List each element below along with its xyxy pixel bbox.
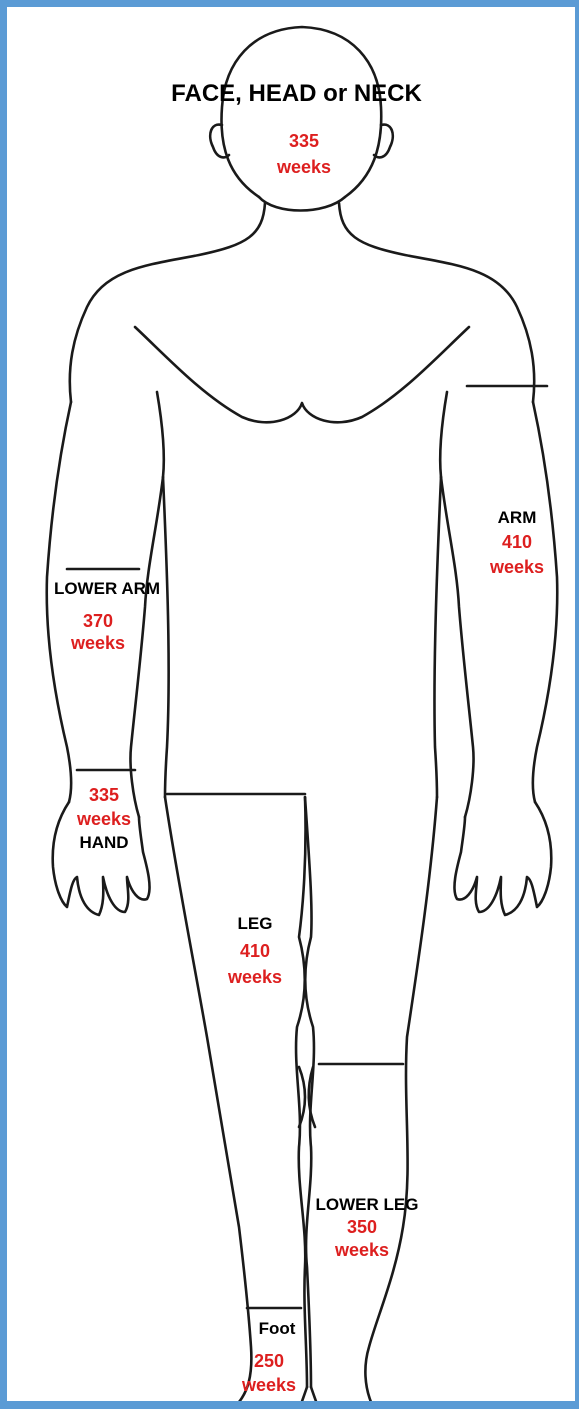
face-head-neck-value: 335: [257, 132, 351, 151]
lower-leg-label: LOWER LEG: [287, 1196, 447, 1214]
left-arm-outer: [47, 402, 71, 802]
left-neck-shoulder: [70, 203, 265, 402]
jaw-line: [259, 197, 345, 211]
lower-arm-value: 370: [52, 612, 144, 631]
right-neck-shoulder: [339, 203, 534, 402]
foot-label: Foot: [243, 1320, 311, 1338]
leg-label: LEG: [213, 915, 297, 933]
face-head-neck-label: FACE, HEAD or NECK: [7, 81, 579, 106]
foot-value: 250: [233, 1352, 305, 1371]
arm-value: 410: [477, 533, 557, 552]
torso-right-side: [434, 477, 441, 797]
right-arm-inner: [441, 477, 474, 817]
lower-leg-value: 350: [307, 1218, 417, 1237]
hand-value: 335: [62, 786, 146, 805]
arm-unit: weeks: [477, 558, 557, 577]
chest-line: [135, 327, 469, 422]
foot-unit: weeks: [229, 1376, 309, 1395]
hand-unit: weeks: [62, 810, 146, 829]
torso-left-side: [163, 477, 169, 797]
right-leg-outer: [365, 797, 437, 1402]
arm-label: ARM: [477, 509, 557, 527]
right-hand: [454, 802, 551, 915]
right-foot: [311, 1387, 393, 1409]
hand-label: HAND: [62, 834, 146, 852]
lower-arm-unit: weeks: [52, 634, 144, 653]
lower-arm-label: LOWER ARM: [27, 580, 187, 598]
lower-leg-unit: weeks: [307, 1241, 417, 1260]
left-leg-outer: [165, 797, 251, 1402]
left-armpit: [157, 392, 164, 477]
right-armpit: [440, 392, 447, 477]
right-arm-outer: [533, 402, 557, 802]
leg-unit: weeks: [213, 968, 297, 987]
leg-value: 410: [213, 942, 297, 961]
face-head-neck-unit: weeks: [257, 158, 351, 177]
